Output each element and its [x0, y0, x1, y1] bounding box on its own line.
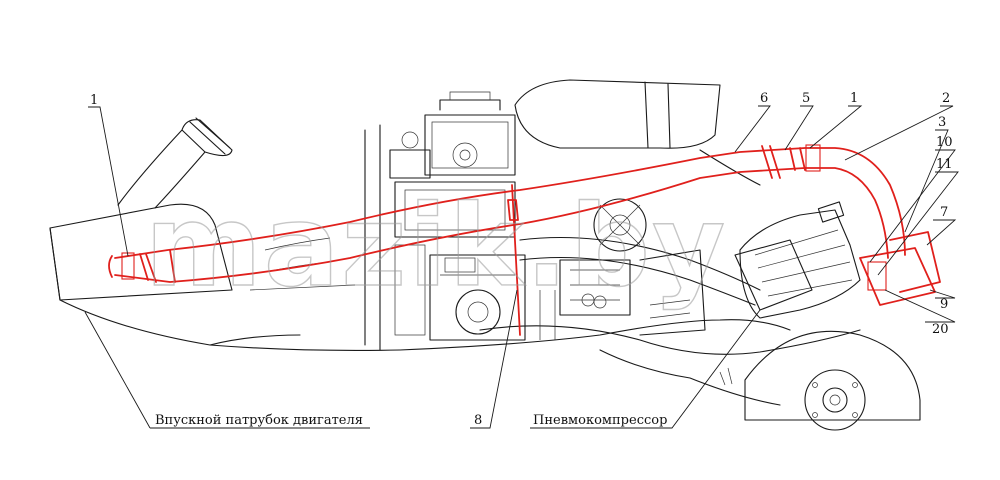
intake-label: Впускной патрубок двигателя [155, 413, 363, 428]
callout-3: 3 [938, 115, 946, 130]
engine-assembly-drawing [49, 79, 921, 431]
callout-10: 10 [936, 135, 953, 150]
callout-5: 5 [802, 91, 810, 106]
callout-7: 7 [940, 205, 948, 220]
callout-1-left: 1 [90, 93, 98, 108]
callout-2: 2 [942, 91, 950, 106]
callout-6: 6 [760, 91, 768, 106]
leader-lines [84, 105, 959, 429]
callout-8: 8 [474, 413, 482, 428]
callout-11: 11 [936, 157, 953, 172]
air-duct-highlight [108, 144, 941, 336]
callout-numbers: 1 6 5 1 2 3 10 11 7 9 20 8 [90, 91, 953, 428]
compressor-label: Пневмокомпрессор [533, 413, 667, 428]
callout-20: 20 [932, 322, 949, 337]
callout-1-right: 1 [850, 91, 858, 106]
callout-9: 9 [940, 297, 948, 312]
watermark-text: mazik.by [145, 182, 727, 312]
